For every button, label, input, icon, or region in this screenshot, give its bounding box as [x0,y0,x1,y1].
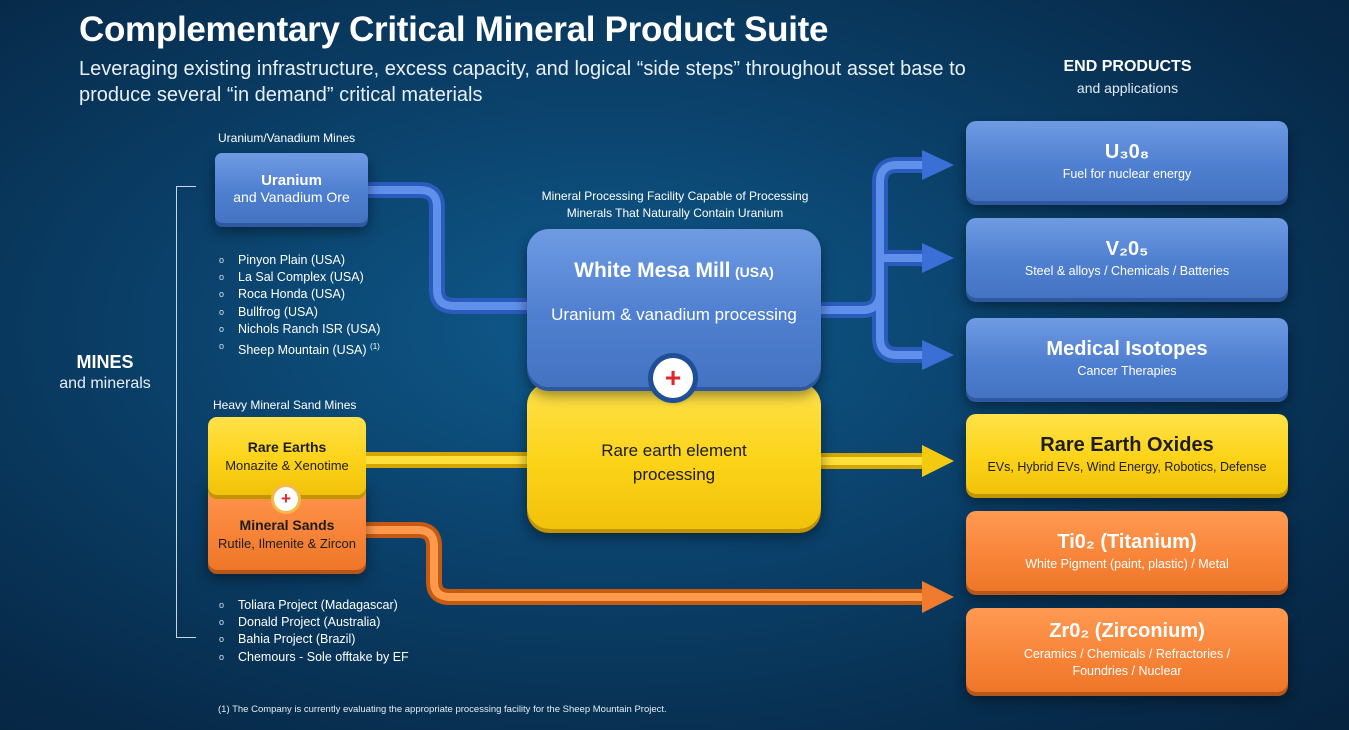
product-rare-earth-oxides: Rare Earth Oxides EVs, Hybrid EVs, Wind … [966,414,1288,494]
end-products-heading: END PRODUCTS and applications [1030,58,1225,96]
list-item: Toliara Project (Madagascar) [217,597,409,614]
uranium-ore-box: Uranium and Vanadium Ore [215,153,368,223]
product-u3o8-subtitle: Fuel for nuclear energy [1062,167,1192,181]
product-reo-subtitle: EVs, Hybrid EVs, Wind Energy, Robotics, … [987,460,1267,474]
mill-name: White Mesa Mill [574,259,731,282]
product-zro2-subtitle: Ceramics / Chemicals / Refractories / Fo… [1024,646,1230,680]
end-products-title: END PRODUCTS [1063,58,1192,75]
product-v2o5-title: V₂0₅ [1105,238,1149,260]
product-zro2-subtitle-line: Foundries / Nuclear [1072,664,1182,678]
mines-bracket [176,186,196,638]
list-item: Sheep Mountain (USA) (1) [217,338,380,359]
list-item: Donald Project (Australia) [217,614,409,631]
product-tio2-title: Ti0₂ (Titanium) [1057,531,1197,553]
product-reo-title: Rare Earth Oxides [1040,434,1214,456]
mines-subtitle: and minerals [59,375,151,392]
product-zro2: Zr0₂ (Zirconium) Ceramics / Chemicals / … [966,608,1288,692]
list-item: Roca Honda (USA) [217,286,380,303]
list-item-text: Sheep Mountain (USA) [238,343,367,358]
product-isotopes-subtitle: Cancer Therapies [1077,364,1177,378]
footnote: (1) The Company is currently evaluating … [218,704,667,715]
page-title: Complementary Critical Mineral Product S… [79,10,829,49]
list-item: Pinyon Plain (USA) [217,252,380,269]
product-u3o8-title: U₃0₈ [1104,141,1150,163]
uranium-ore-title: Uranium [261,171,322,189]
plus-icon: + [653,358,693,398]
mines-title: MINES [76,352,134,372]
mill-caption: Mineral Processing Facility Capable of P… [500,188,850,222]
page-subtitle: Leveraging existing infrastructure, exce… [79,58,966,106]
list-item: Bullfrog (USA) [217,304,380,321]
mines-heading: MINES and minerals [50,352,160,393]
plus-icon: + [274,487,298,511]
product-zro2-title: Zr0₂ (Zirconium) [1049,620,1205,642]
mill-caption-line: Minerals That Naturally Contain Uranium [566,206,784,220]
list-item: La Sal Complex (USA) [217,269,380,286]
arrow-isotopes [922,340,954,370]
mill-uranium-process: Uranium & vanadium processing [551,305,797,324]
mill-caption-line: Mineral Processing Facility Capable of P… [541,189,809,203]
footnote-marker: (1) [370,342,380,352]
product-u3o8: U₃0₈ Fuel for nuclear energy [966,121,1288,201]
list-item: Bahia Project (Brazil) [217,631,409,648]
rare-earths-box: Rare Earths Monazite & Xenotime [208,417,366,495]
mineral-sands-title: Mineral Sands [239,517,335,533]
arrow-reo [922,445,954,477]
sand-project-list: Toliara Project (Madagascar) Donald Proj… [217,597,409,666]
mill-country: (USA) [734,264,774,280]
uranium-ore-subtitle: and Vanadium Ore [233,188,350,205]
list-item: Nichols Ranch ISR (USA) [217,321,380,338]
ree-processing-line: Rare earth element [601,441,747,460]
end-products-subtitle: and applications [1076,80,1179,96]
product-isotopes-title: Medical Isotopes [1046,338,1208,360]
ree-processing-box: Rare earth element processing [527,383,821,529]
product-tio2-subtitle: White Pigment (paint, plastic) / Metal [1025,557,1229,571]
arrow-u3o8 [922,150,954,180]
uranium-project-list: Pinyon Plain (USA) La Sal Complex (USA) … [217,252,380,359]
list-item: Chemours - Sole offtake by EF [217,649,409,666]
product-v2o5: V₂0₅ Steel & alloys / Chemicals / Batter… [966,218,1288,298]
product-v2o5-subtitle: Steel & alloys / Chemicals / Batteries [1024,264,1230,278]
arrow-tio2 [922,581,954,613]
rare-earths-subtitle: Monazite & Xenotime [225,458,349,473]
mill-title: White Mesa Mill (USA) [574,259,774,283]
rare-earths-title: Rare Earths [247,439,327,455]
pipe-mineral-sands-to-tio2 [366,522,925,605]
product-zro2-subtitle-line: Ceramics / Chemicals / Refractories / [1023,647,1231,661]
uranium-mines-caption: Uranium/Vanadium Mines [218,131,356,145]
product-medical-isotopes: Medical Isotopes Cancer Therapies [966,318,1288,398]
mineral-sands-subtitle: Rutile, Ilmenite & Zircon [218,536,356,551]
product-tio2: Ti0₂ (Titanium) White Pigment (paint, pl… [966,511,1288,591]
arrow-v2o5 [922,243,954,273]
ree-processing-line: processing [632,465,716,484]
sand-mines-caption: Heavy Mineral Sand Mines [213,398,357,412]
